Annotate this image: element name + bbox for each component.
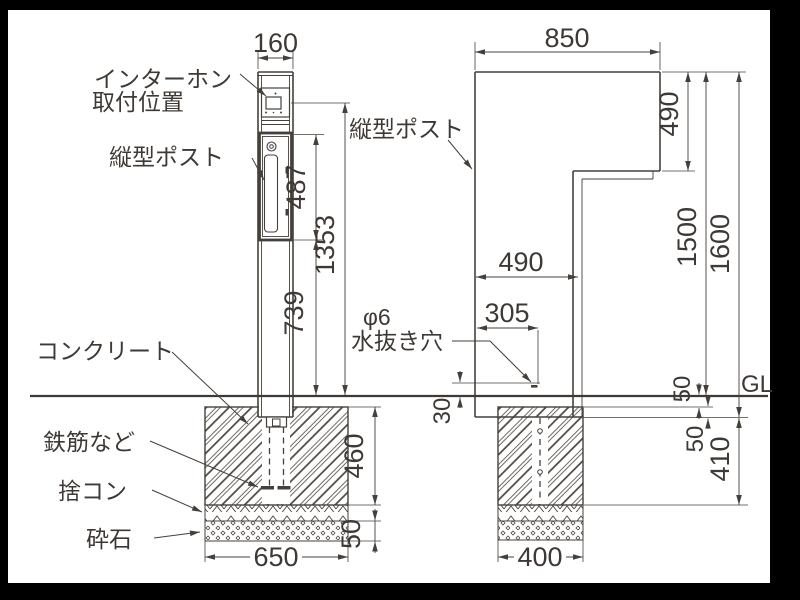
- front-post-label: 縦型ポスト: [109, 144, 224, 170]
- text-gap: [514, 545, 566, 568]
- extension-lines: [204, 42, 748, 562]
- dim-side-top-width: 850: [544, 23, 589, 53]
- post-unit-front: [258, 131, 293, 242]
- rebar-leader-arrow: [149, 440, 259, 488]
- dim-concrete-depth: 460: [339, 433, 369, 478]
- rebar-mark: [277, 486, 291, 490]
- dim-post-unit-height: 487: [281, 164, 311, 209]
- anchor-side: [537, 418, 543, 502]
- dim-total-height: 1600: [705, 214, 735, 274]
- rebar-label: 鉄筋など: [43, 429, 135, 455]
- dim-foundation-front-width: 650: [253, 542, 298, 572]
- rebar-mark: [261, 486, 274, 490]
- labels: インターホン 取付位置 縦型ポスト 縦型ポスト コンクリート 鉄筋など 捨コン …: [36, 66, 773, 552]
- dim-height-above-gl: 1500: [672, 207, 702, 267]
- dim-stone-depth: 50: [336, 519, 366, 549]
- text-gap: [250, 544, 302, 568]
- dim-drain-height: 30: [429, 398, 456, 425]
- intercom-cutout: [265, 96, 282, 110]
- dimension-texts: 160 487 739 1353 460 50 650 850 490 1500…: [253, 23, 735, 572]
- dim-front-width: 160: [253, 28, 298, 58]
- intercom-label-line1: インターホン: [94, 66, 232, 92]
- front-post-leader-arrow: [251, 157, 265, 181]
- dim-footing-embed: 50: [682, 426, 709, 453]
- drain-hole-leader-arrow: [452, 340, 532, 383]
- dim-unit-to-gl: 739: [279, 290, 309, 335]
- dim-gl-to-footing: 50: [669, 376, 696, 403]
- side-view-post: [474, 71, 661, 502]
- intercom-leader-arrow: [239, 73, 267, 97]
- lean-concrete-label: 捨コン: [58, 478, 127, 504]
- mail-slot: [263, 154, 279, 233]
- concrete-label: コンクリート: [36, 338, 174, 364]
- intercom-plate: [260, 87, 291, 118]
- crushed-stone-label: 砕石: [86, 526, 132, 552]
- dim-foundation-side-width: 400: [517, 542, 562, 572]
- drain-dia-label: φ6: [363, 304, 391, 330]
- lock-icon: [266, 141, 277, 152]
- intercom-label-line2: 取付位置: [92, 89, 184, 115]
- leader-arrows: [149, 73, 532, 539]
- lean-concrete-leader-arrow: [151, 489, 203, 513]
- crushed-stone-leader-arrow: [153, 530, 201, 539]
- foundation-side-view: [497, 406, 584, 541]
- side-post-label: 縦型ポスト: [349, 116, 464, 142]
- anchor-base-front: [261, 416, 291, 490]
- concrete-leader-arrow: [171, 351, 249, 425]
- dim-below-post-depth: 410: [705, 436, 735, 481]
- drain-hole: [531, 385, 538, 388]
- drain-hole-label: 水抜き穴: [351, 328, 443, 354]
- foundation-front-view: [204, 406, 349, 542]
- side-post-leader-arrow: [447, 139, 473, 170]
- dim-intercom-to-gl: 1353: [310, 215, 340, 275]
- front-view-post: [257, 71, 294, 490]
- dim-head-height: 490: [654, 91, 684, 136]
- dim-column-depth: 490: [498, 247, 543, 277]
- ground-line-label: GL: [741, 371, 773, 398]
- dim-drain-offset: 305: [484, 298, 529, 328]
